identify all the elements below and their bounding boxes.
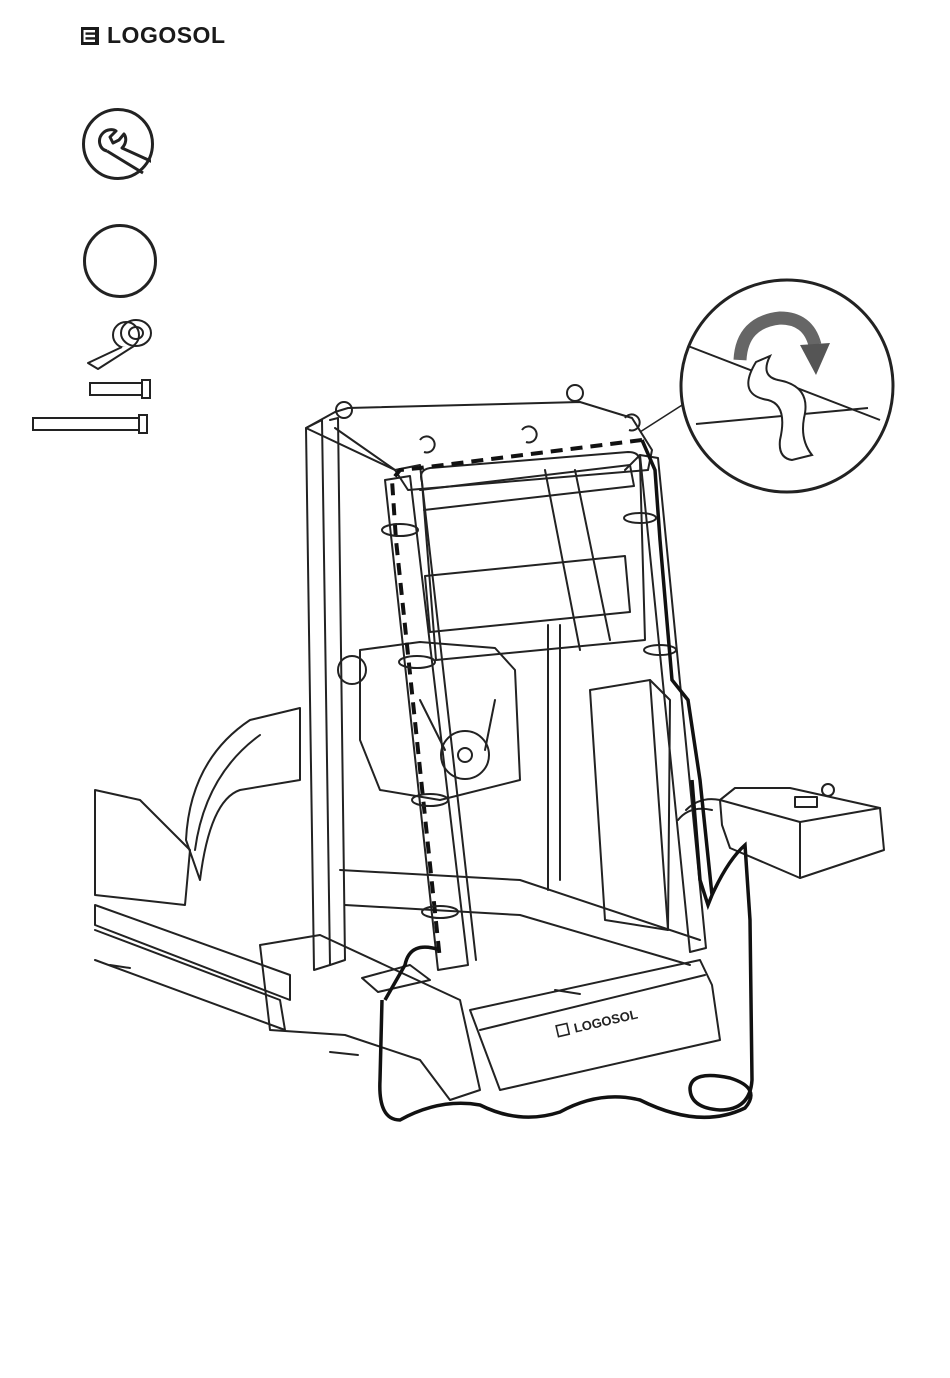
- rear-left-upright: [306, 420, 330, 970]
- logo-mark-icon: [80, 26, 100, 46]
- front-right-upright: [640, 455, 706, 952]
- cable-route-solid: [380, 440, 752, 1120]
- front-bottom-rail: [260, 935, 480, 1100]
- crossbeam: [425, 556, 630, 632]
- wrench-icon: [85, 111, 151, 177]
- brand-logo: LOGOSOL: [80, 24, 226, 47]
- left-bed-rail: [95, 790, 190, 905]
- logo-text: LOGOSOL: [107, 24, 226, 47]
- machine-label: LOGOSOL: [556, 1006, 639, 1039]
- wrench-badge: [82, 108, 154, 180]
- sawmill-frame-illustration: LOGOSOL: [0, 270, 950, 1150]
- machine-label-text: LOGOSOL: [572, 1006, 639, 1035]
- lift-eye-right: [567, 385, 583, 401]
- blade-guard: [186, 708, 300, 880]
- engine-flywheel: [441, 731, 489, 779]
